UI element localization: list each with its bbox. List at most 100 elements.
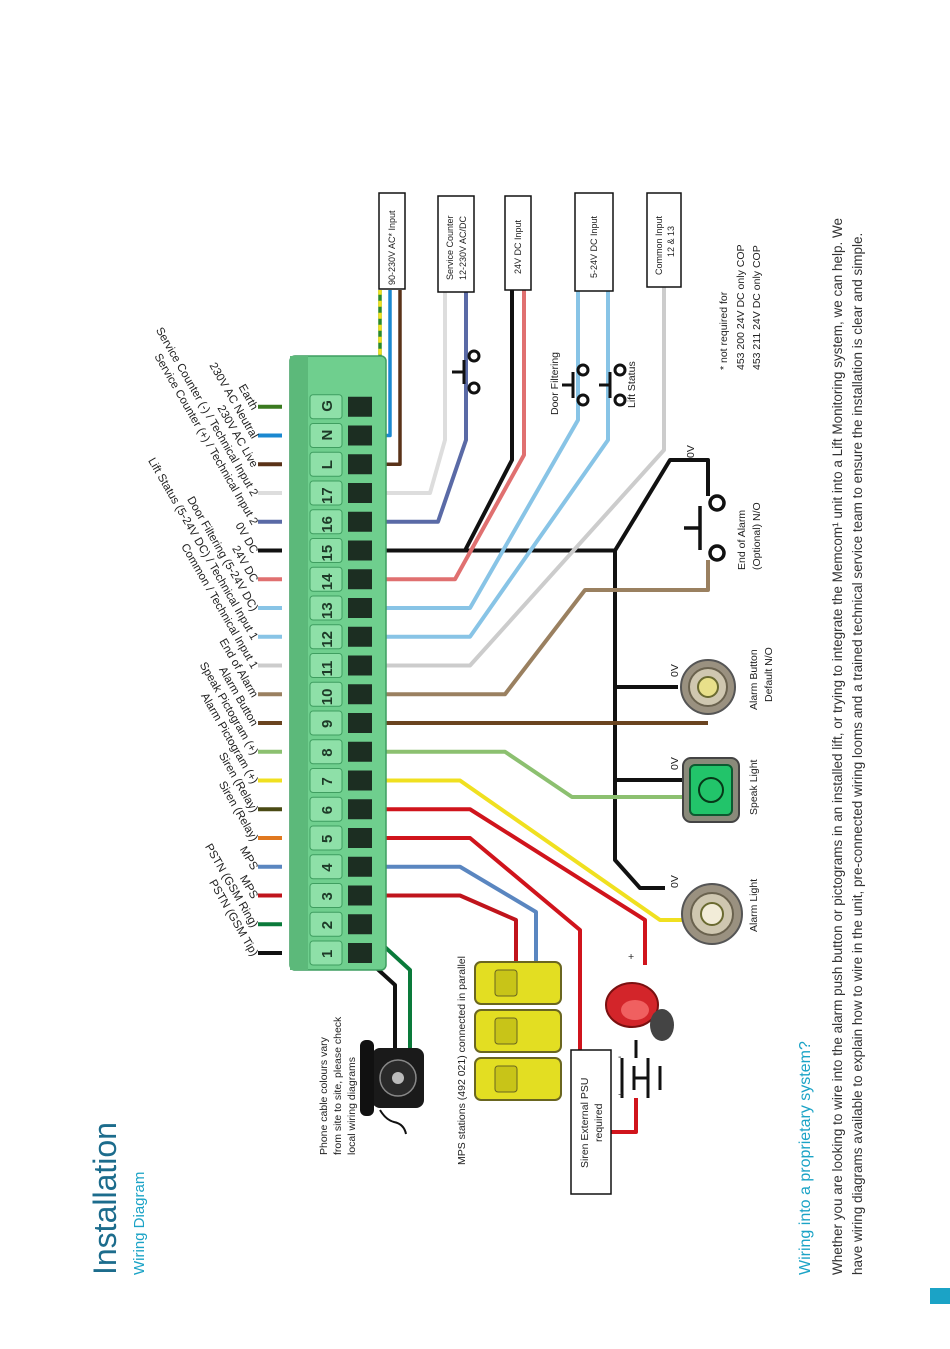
- end-of-alarm-switch: [684, 494, 726, 562]
- alarm-button-label-2: Default N/O: [763, 647, 775, 702]
- terminal-screw-16: [348, 511, 372, 532]
- cop-note-3: 453 211 24V DC only COP: [751, 245, 763, 370]
- wire-door-filtering: [360, 291, 580, 610]
- page-title: Installation: [87, 1122, 123, 1275]
- door-filtering-label: Door Filtering: [549, 352, 561, 415]
- psu-plus-label: +: [618, 1089, 624, 1101]
- terminal-block: [289, 355, 387, 971]
- terminal-screw-10: [348, 684, 372, 705]
- terminal-number: L: [319, 460, 336, 469]
- terminal-label: MPS: [237, 845, 260, 873]
- page-subtitle: Wiring Diagram: [131, 1172, 148, 1275]
- input-box-ac: 90-230V AC* Input: [378, 192, 406, 290]
- phone-note-2: from site to site, please check: [332, 1016, 344, 1155]
- terminal-screw-G: [348, 396, 372, 417]
- wire-siren-relay-1: [360, 807, 647, 965]
- terminal-number: 2: [319, 921, 336, 929]
- door-filtering-switch: [562, 363, 590, 407]
- terminal-screw-13: [348, 598, 372, 618]
- terminal-number: 15: [319, 545, 336, 562]
- terminal-number: G: [319, 400, 336, 412]
- terminal-5: [309, 825, 343, 851]
- terminal-10: [309, 681, 343, 707]
- input-5-24v-label: 5-24V DC Input: [589, 215, 599, 278]
- terminal-number: 10: [319, 689, 336, 706]
- terminal-screw-2: [348, 914, 372, 935]
- zero-v-label-alarm-button: 0V: [669, 664, 681, 677]
- wire-speak-pictogram: [360, 749, 683, 799]
- terminal-screw-14: [348, 569, 372, 590]
- input-box-5-24v: 5-24V DC Input: [574, 192, 614, 292]
- wire-zero-v-end-of-alarm: [613, 458, 710, 552]
- terminal-9: [309, 710, 343, 736]
- lift-status-label: Lift Status: [626, 361, 638, 408]
- cop-note-1: * not required for: [718, 291, 730, 370]
- siren-plus-label: +: [628, 951, 634, 963]
- terminal-screw-6: [348, 799, 372, 820]
- service-counter-switch: [452, 349, 481, 395]
- wire-lift-status: [360, 291, 610, 639]
- speak-face-icon: [698, 777, 724, 803]
- wire-end-of-alarm: [360, 560, 710, 697]
- terminal-screw-15: [348, 540, 372, 561]
- terminal-labels: PSTN (GSM Tip)PSTN (GSM Ring)MPSMPSSiren…: [145, 326, 282, 959]
- terminal-2: [309, 911, 343, 937]
- terminal-3: [309, 883, 343, 908]
- speak-light-device: [682, 757, 740, 823]
- psu-note-box: Siren External PSU required: [570, 1049, 612, 1195]
- terminal-17: [309, 480, 343, 506]
- alarm-button-device: [680, 659, 736, 715]
- terminal-number: 1: [319, 950, 336, 958]
- faq-line-2: have wiring diagrams available to explai…: [850, 233, 865, 1275]
- terminal-screw-8: [348, 741, 372, 762]
- speak-light-label: Speak Light: [748, 759, 760, 815]
- phone-note-3: local wiring diagrams: [346, 1057, 358, 1155]
- terminal-number: 4: [319, 863, 336, 872]
- wire-siren-relay-2: [360, 836, 582, 1050]
- zero-v-label-end-of-alarm: 0V: [685, 445, 697, 458]
- faq-title: Wiring into a proprietary system?: [797, 1041, 814, 1275]
- bell-icon: [700, 902, 724, 926]
- wire-mps-red: [360, 893, 518, 962]
- lift-status-switch: [599, 363, 627, 407]
- terminal-7: [309, 768, 343, 793]
- terminal-number: 12: [319, 631, 336, 648]
- zero-v-label-alarm-light: 0V: [669, 875, 681, 888]
- siren-device: [605, 982, 674, 1041]
- input-common-label-2: 12 & 13: [666, 226, 676, 257]
- mps-station: [474, 961, 562, 1005]
- psu-note-1: Siren External PSU: [579, 1078, 591, 1168]
- input-service-label-2: 12-230V AC/DC: [458, 215, 468, 280]
- terminal-6: [309, 796, 343, 822]
- input-box-common: Common Input 12 & 13: [646, 192, 682, 288]
- input-box-24v: 24V DC Input: [504, 195, 532, 291]
- terminal-number: 13: [319, 602, 336, 619]
- terminal-4: [309, 854, 343, 880]
- mps-station: [474, 1009, 562, 1053]
- psu-note-2: required: [593, 1103, 605, 1142]
- end-of-alarm-label-2: (Optional) N/O: [751, 502, 763, 570]
- terminal-12: [309, 624, 343, 650]
- terminal-number: 7: [319, 777, 336, 785]
- terminal-number: 6: [319, 806, 336, 814]
- terminal-screw-1: [348, 943, 372, 963]
- alarm-light-device: [681, 883, 743, 945]
- input-service-label-1: Service Counter: [445, 215, 455, 280]
- mps-station: [474, 1057, 562, 1101]
- input-ac-label: 90-230V AC* Input: [387, 210, 397, 285]
- terminal-number: 14: [319, 573, 336, 590]
- psu-minus-label: -: [618, 1051, 622, 1063]
- battery-symbol: [620, 1058, 662, 1098]
- terminal-number: 11: [319, 661, 336, 677]
- zero-v-label-speak-light: 0V: [669, 757, 681, 770]
- terminal-number: 3: [319, 892, 336, 900]
- terminal-L: [309, 451, 343, 477]
- terminal-screw-N: [348, 425, 372, 446]
- terminal-G: [309, 394, 343, 420]
- terminal-N: [309, 423, 343, 448]
- mps-note: MPS stations (492 021) connected in para…: [456, 956, 468, 1165]
- phone-note-1: Phone cable colours vary: [318, 1036, 330, 1155]
- terminal-screw-11: [348, 655, 372, 676]
